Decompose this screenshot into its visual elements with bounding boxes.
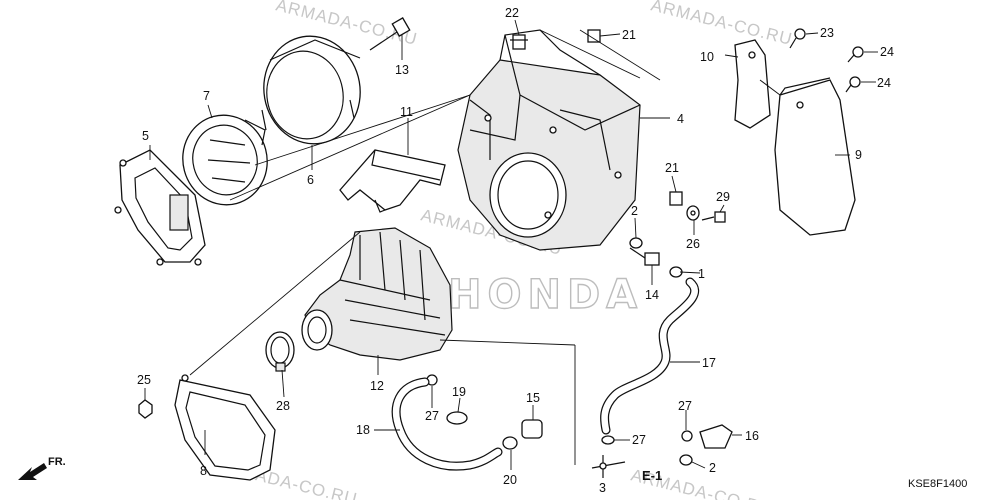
- callout-7: 7: [203, 89, 210, 103]
- callout-15: 15: [526, 391, 540, 405]
- callout-21-top: 21: [622, 28, 636, 42]
- callout-24-upper: 24: [880, 45, 894, 59]
- callout-27-middle: 27: [632, 433, 646, 447]
- drain-tubes: [391, 277, 700, 471]
- air-cleaner-seal: [261, 35, 361, 145]
- callout-14: 14: [645, 288, 659, 302]
- callout-12: 12: [370, 379, 384, 393]
- callout-29: 29: [716, 190, 730, 204]
- callout-27-left: 27: [425, 409, 439, 423]
- element-frame: [114, 149, 206, 266]
- air-cleaner-case: [301, 227, 453, 361]
- callout-2-upper: 2: [631, 204, 638, 218]
- callout-19: 19: [452, 385, 466, 399]
- section-label: E-1: [642, 468, 662, 483]
- callout-9: 9: [855, 148, 862, 162]
- callout-27-right: 27: [678, 399, 692, 413]
- callout-13: 13: [395, 63, 409, 77]
- callout-16: 16: [745, 429, 759, 443]
- brand-watermark: HONDA: [448, 272, 643, 318]
- callout-23: 23: [820, 26, 834, 40]
- callout-26: 26: [686, 237, 700, 251]
- callout-numbers: 1 2 2 3 4 5 6 7 8 9 10 11 12 13 14 15 16…: [137, 6, 894, 495]
- air-cleaner-housing: [457, 29, 641, 251]
- watermark-text-top-right: ARMADA-CO.RU: [649, 0, 794, 49]
- callout-8: 8: [200, 464, 207, 478]
- callout-24-lower: 24: [877, 76, 891, 90]
- leader-lines: [144, 19, 878, 478]
- callout-3: 3: [599, 481, 606, 495]
- housing-bracket: [339, 149, 446, 213]
- callout-6: 6: [307, 173, 314, 187]
- callout-2-lower: 2: [709, 461, 716, 475]
- front-label: FR.: [48, 456, 66, 468]
- intake-duct: [774, 77, 856, 236]
- callout-1: 1: [698, 267, 705, 281]
- callout-11: 11: [400, 105, 413, 119]
- callout-25: 25: [137, 373, 151, 387]
- callout-10: 10: [700, 50, 714, 64]
- callout-22: 22: [505, 6, 519, 20]
- callout-20: 20: [503, 473, 517, 487]
- callout-28: 28: [276, 399, 290, 413]
- housing-gasket: [174, 374, 276, 481]
- fasteners: [138, 17, 864, 478]
- front-arrow-icon: [18, 463, 47, 480]
- tube-band-clamp: [265, 331, 295, 372]
- callout-21-right: 21: [665, 161, 679, 175]
- callout-4: 4: [677, 112, 684, 126]
- front-direction-indicator: FR.: [18, 456, 66, 480]
- side-cover-plate: [734, 39, 771, 129]
- callout-18: 18: [356, 423, 370, 437]
- callout-5: 5: [142, 129, 149, 143]
- diagram-code: KSE8F1400: [908, 478, 967, 490]
- air-cleaner-element: [182, 114, 268, 206]
- callout-17: 17: [702, 356, 716, 370]
